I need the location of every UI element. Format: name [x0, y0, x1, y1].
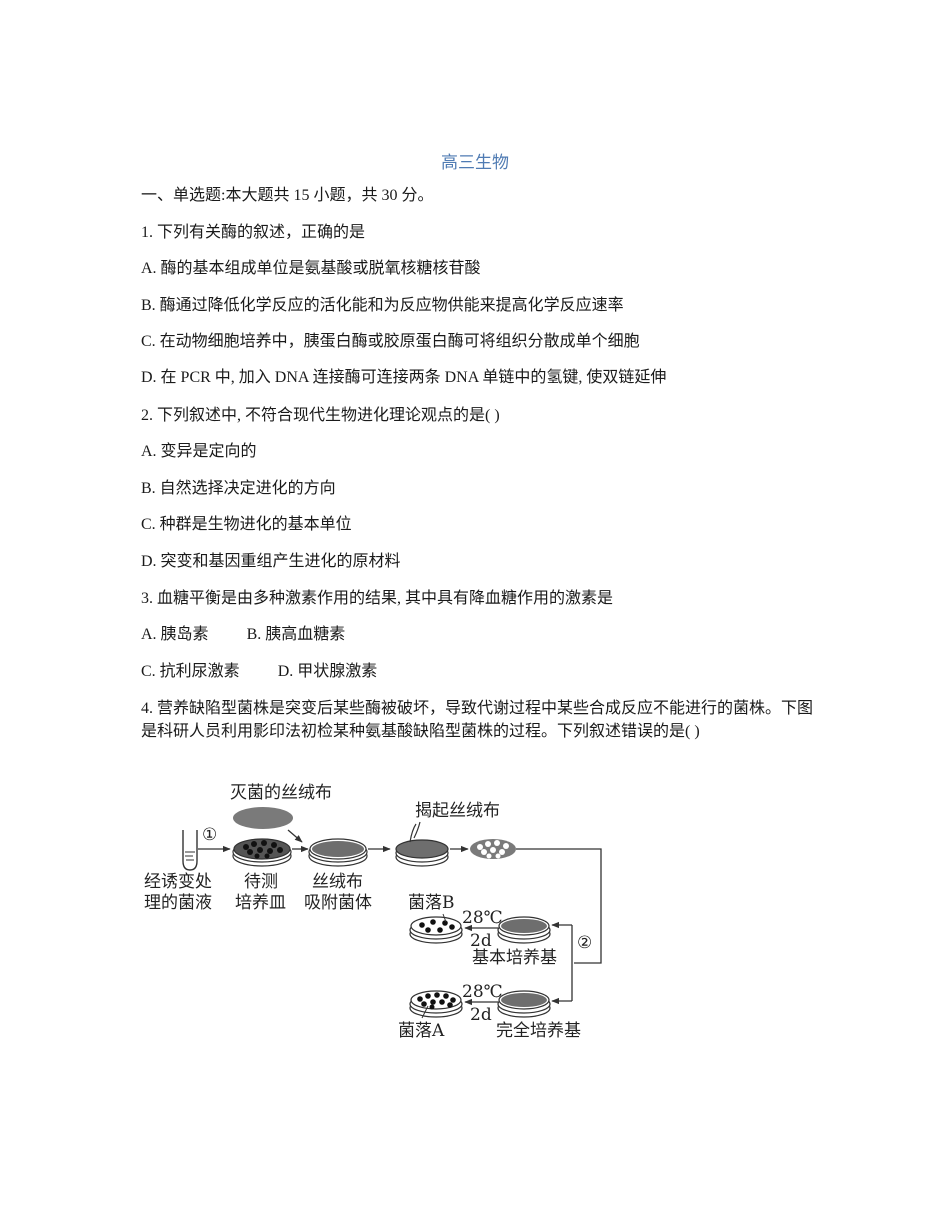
step-2-marker: ②	[577, 933, 592, 953]
step-1-marker: ①	[202, 825, 217, 845]
label-sterile-velvet: 灭菌的丝绒布	[230, 783, 332, 803]
lifting-velvet-plate-icon	[395, 821, 449, 867]
question-2-option-a: A. 变异是定向的	[141, 443, 257, 460]
label-basic-medium: 基本培养基	[472, 948, 557, 968]
question-3-option-b: B. 胰高血糖素	[246, 626, 346, 643]
complete-medium-plate-icon	[497, 990, 551, 1018]
question-3-option-c: C. 抗利尿激素	[141, 663, 240, 680]
label-test-plate-line-1: 待测	[244, 872, 278, 892]
page-title: 高三生物	[441, 153, 509, 173]
question-2-stem: 2. 下列叙述中, 不符合现代生物进化理论观点的是( )	[141, 407, 500, 424]
velvet-imprint-icon	[470, 839, 516, 859]
label-mutagen-line-2: 理的菌液	[144, 893, 212, 913]
question-2-option-d: D. 突变和基因重组产生进化的原材料	[141, 553, 401, 570]
label-colony-b: 菌落B	[408, 893, 455, 913]
label-test-plate-line-2: 培养皿	[235, 893, 286, 913]
question-1-option-d: D. 在 PCR 中, 加入 DNA 连接酶可连接两条 DNA 单链中的氢键, …	[141, 369, 667, 386]
basic-medium-plate-icon	[497, 916, 551, 944]
label-temp-bottom: 28℃	[462, 982, 503, 1002]
section-header: 一、单选题:本大题共 15 小题，共 30 分。	[141, 187, 434, 204]
label-time-top: 2d	[470, 931, 492, 951]
label-lift-velvet: 揭起丝绒布	[415, 801, 500, 821]
label-complete-medium: 完全培养基	[496, 1021, 581, 1041]
question-3-options-row-1: A. 胰岛素 B. 胰高血糖素	[141, 625, 345, 645]
colony-b-plate-icon	[409, 913, 463, 944]
label-velvet-line-1: 丝绒布	[312, 872, 363, 892]
question-1-option-a: A. 酶的基本组成单位是氨基酸或脱氧核糖核苷酸	[141, 260, 481, 277]
connector-line	[516, 848, 602, 964]
velvet-cloth-icon	[233, 807, 293, 829]
question-3-options-row-2: C. 抗利尿激素 D. 甲状腺激素	[141, 662, 377, 682]
question-3-option-d: D. 甲状腺激素	[277, 663, 378, 680]
question-1-stem: 1. 下列有关酶的叙述，正确的是	[141, 224, 366, 241]
colony-a-plate-icon	[409, 990, 463, 1019]
label-temp-top: 28℃	[462, 908, 503, 928]
question-3-option-a: A. 胰岛素	[141, 626, 209, 643]
question-1-option-b: B. 酶通过降低化学反应的活化能和为反应物供能来提高化学反应速率	[141, 297, 624, 314]
label-time-bottom: 2d	[470, 1005, 492, 1025]
arrow-velvet-to-plate	[287, 829, 303, 843]
test-tube-icon	[182, 830, 198, 871]
question-3-stem: 3. 血糖平衡是由多种激素作用的结果, 其中具有降血糖作用的激素是	[141, 590, 614, 607]
label-mutagen-line-1: 经诱变处	[144, 872, 212, 892]
velvet-plate-icon	[308, 838, 368, 867]
question-1-option-c: C. 在动物细胞培养中，胰蛋白酶或胶原蛋白酶可将组织分散成单个细胞	[141, 333, 640, 350]
question-2-option-c: C. 种群是生物进化的基本单位	[141, 516, 352, 533]
label-velvet-line-2: 吸附菌体	[304, 893, 372, 913]
replica-plating-diagram: 灭菌的丝绒布 ① 揭起丝绒布	[140, 778, 610, 1043]
question-4-stem: 4. 营养缺陷型菌株是突变后某些酶被破坏，导致代谢过程中某些合成反应不能进行的菌…	[141, 700, 814, 740]
question-2-option-b: B. 自然选择决定进化的方向	[141, 480, 336, 497]
test-plate-icon	[232, 838, 292, 867]
label-colony-a: 菌落A	[398, 1021, 445, 1041]
